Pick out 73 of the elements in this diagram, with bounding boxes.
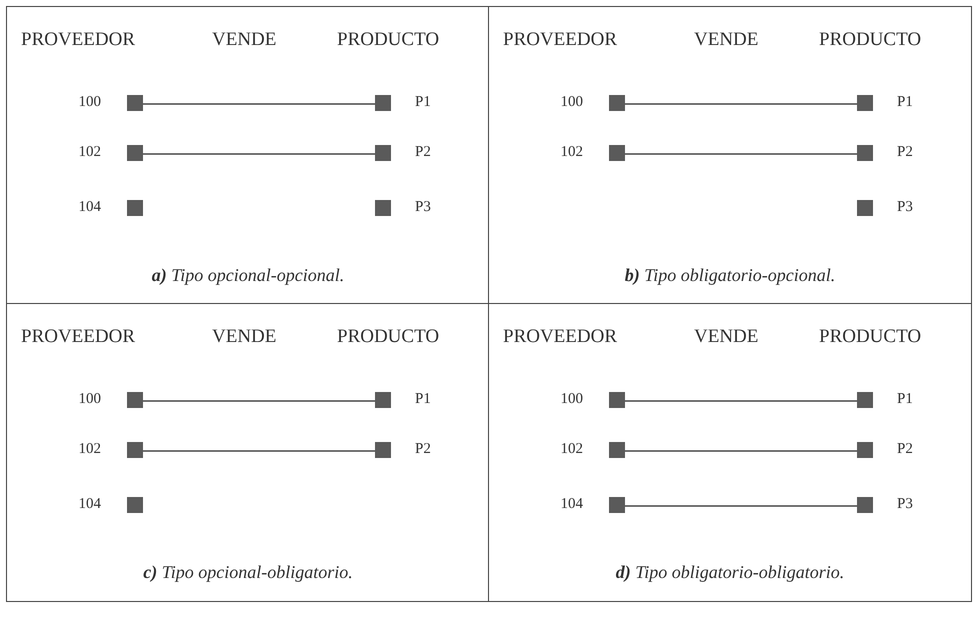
column-heading: PRODUCTO bbox=[819, 326, 922, 348]
row-label: P1 bbox=[415, 94, 431, 111]
square-marker bbox=[857, 392, 873, 408]
square-marker bbox=[609, 442, 625, 458]
square-marker bbox=[127, 95, 143, 111]
square-marker bbox=[857, 200, 873, 216]
row-label: P1 bbox=[415, 391, 431, 408]
row-label: P1 bbox=[897, 94, 913, 111]
row-label: P2 bbox=[415, 441, 431, 458]
square-marker bbox=[857, 145, 873, 161]
column-heading: PROVEEDOR bbox=[21, 326, 136, 348]
square-marker bbox=[609, 145, 625, 161]
square-marker bbox=[127, 442, 143, 458]
square-marker bbox=[375, 200, 391, 216]
row-label: 104 bbox=[78, 496, 101, 513]
connector-line bbox=[625, 450, 857, 452]
row-label: 102 bbox=[560, 441, 583, 458]
connector-line bbox=[625, 153, 857, 155]
connector-line bbox=[143, 400, 375, 402]
square-marker bbox=[375, 442, 391, 458]
row-label: P2 bbox=[897, 441, 913, 458]
row-label: 100 bbox=[560, 391, 583, 408]
square-marker bbox=[857, 442, 873, 458]
row-label: 100 bbox=[78, 391, 101, 408]
square-marker bbox=[609, 392, 625, 408]
square-marker bbox=[609, 95, 625, 111]
diagram-panel bbox=[6, 303, 490, 602]
column-heading: PRODUCTO bbox=[337, 326, 440, 348]
row-label: P3 bbox=[897, 496, 913, 513]
panel-label: d) Tipo obligatorio-obligatorio. bbox=[614, 562, 846, 583]
column-heading: VENDE bbox=[212, 326, 276, 348]
connector-line bbox=[143, 153, 375, 155]
row-label: 104 bbox=[560, 496, 583, 513]
square-marker bbox=[375, 392, 391, 408]
panel-label: b) Tipo obligatorio-opcional. bbox=[624, 265, 836, 286]
row-label: P3 bbox=[897, 199, 913, 216]
column-heading: VENDE bbox=[694, 29, 758, 51]
row-label: P3 bbox=[415, 199, 431, 216]
square-marker bbox=[857, 497, 873, 513]
square-marker bbox=[857, 95, 873, 111]
column-heading: PROVEEDOR bbox=[503, 326, 618, 348]
column-heading: PROVEEDOR bbox=[21, 29, 136, 51]
connector-line bbox=[143, 450, 375, 452]
row-label: 100 bbox=[78, 94, 101, 111]
column-heading: VENDE bbox=[212, 29, 276, 51]
row-label: 102 bbox=[78, 144, 101, 161]
diagram-panel bbox=[488, 6, 972, 305]
column-heading: PRODUCTO bbox=[819, 29, 922, 51]
row-label: 102 bbox=[560, 144, 583, 161]
row-label: 102 bbox=[78, 441, 101, 458]
panel-label: a) Tipo opcional-opcional. bbox=[150, 265, 346, 286]
square-marker bbox=[127, 200, 143, 216]
connector-line bbox=[143, 103, 375, 105]
diagram-panel bbox=[488, 303, 972, 602]
square-marker bbox=[127, 497, 143, 513]
column-heading: VENDE bbox=[694, 326, 758, 348]
connector-line bbox=[625, 505, 857, 507]
column-heading: PRODUCTO bbox=[337, 29, 440, 51]
panel-label: c) Tipo opcional-obligatorio. bbox=[142, 562, 354, 583]
square-marker bbox=[375, 145, 391, 161]
square-marker bbox=[609, 497, 625, 513]
row-label: 100 bbox=[560, 94, 583, 111]
row-label: P1 bbox=[897, 391, 913, 408]
row-label: P2 bbox=[415, 144, 431, 161]
diagram-panel bbox=[6, 6, 490, 305]
column-heading: PROVEEDOR bbox=[503, 29, 618, 51]
row-label: P2 bbox=[897, 144, 913, 161]
connector-line bbox=[625, 400, 857, 402]
square-marker bbox=[375, 95, 391, 111]
row-label: 104 bbox=[78, 199, 101, 216]
square-marker bbox=[127, 392, 143, 408]
square-marker bbox=[127, 145, 143, 161]
connector-line bbox=[625, 103, 857, 105]
